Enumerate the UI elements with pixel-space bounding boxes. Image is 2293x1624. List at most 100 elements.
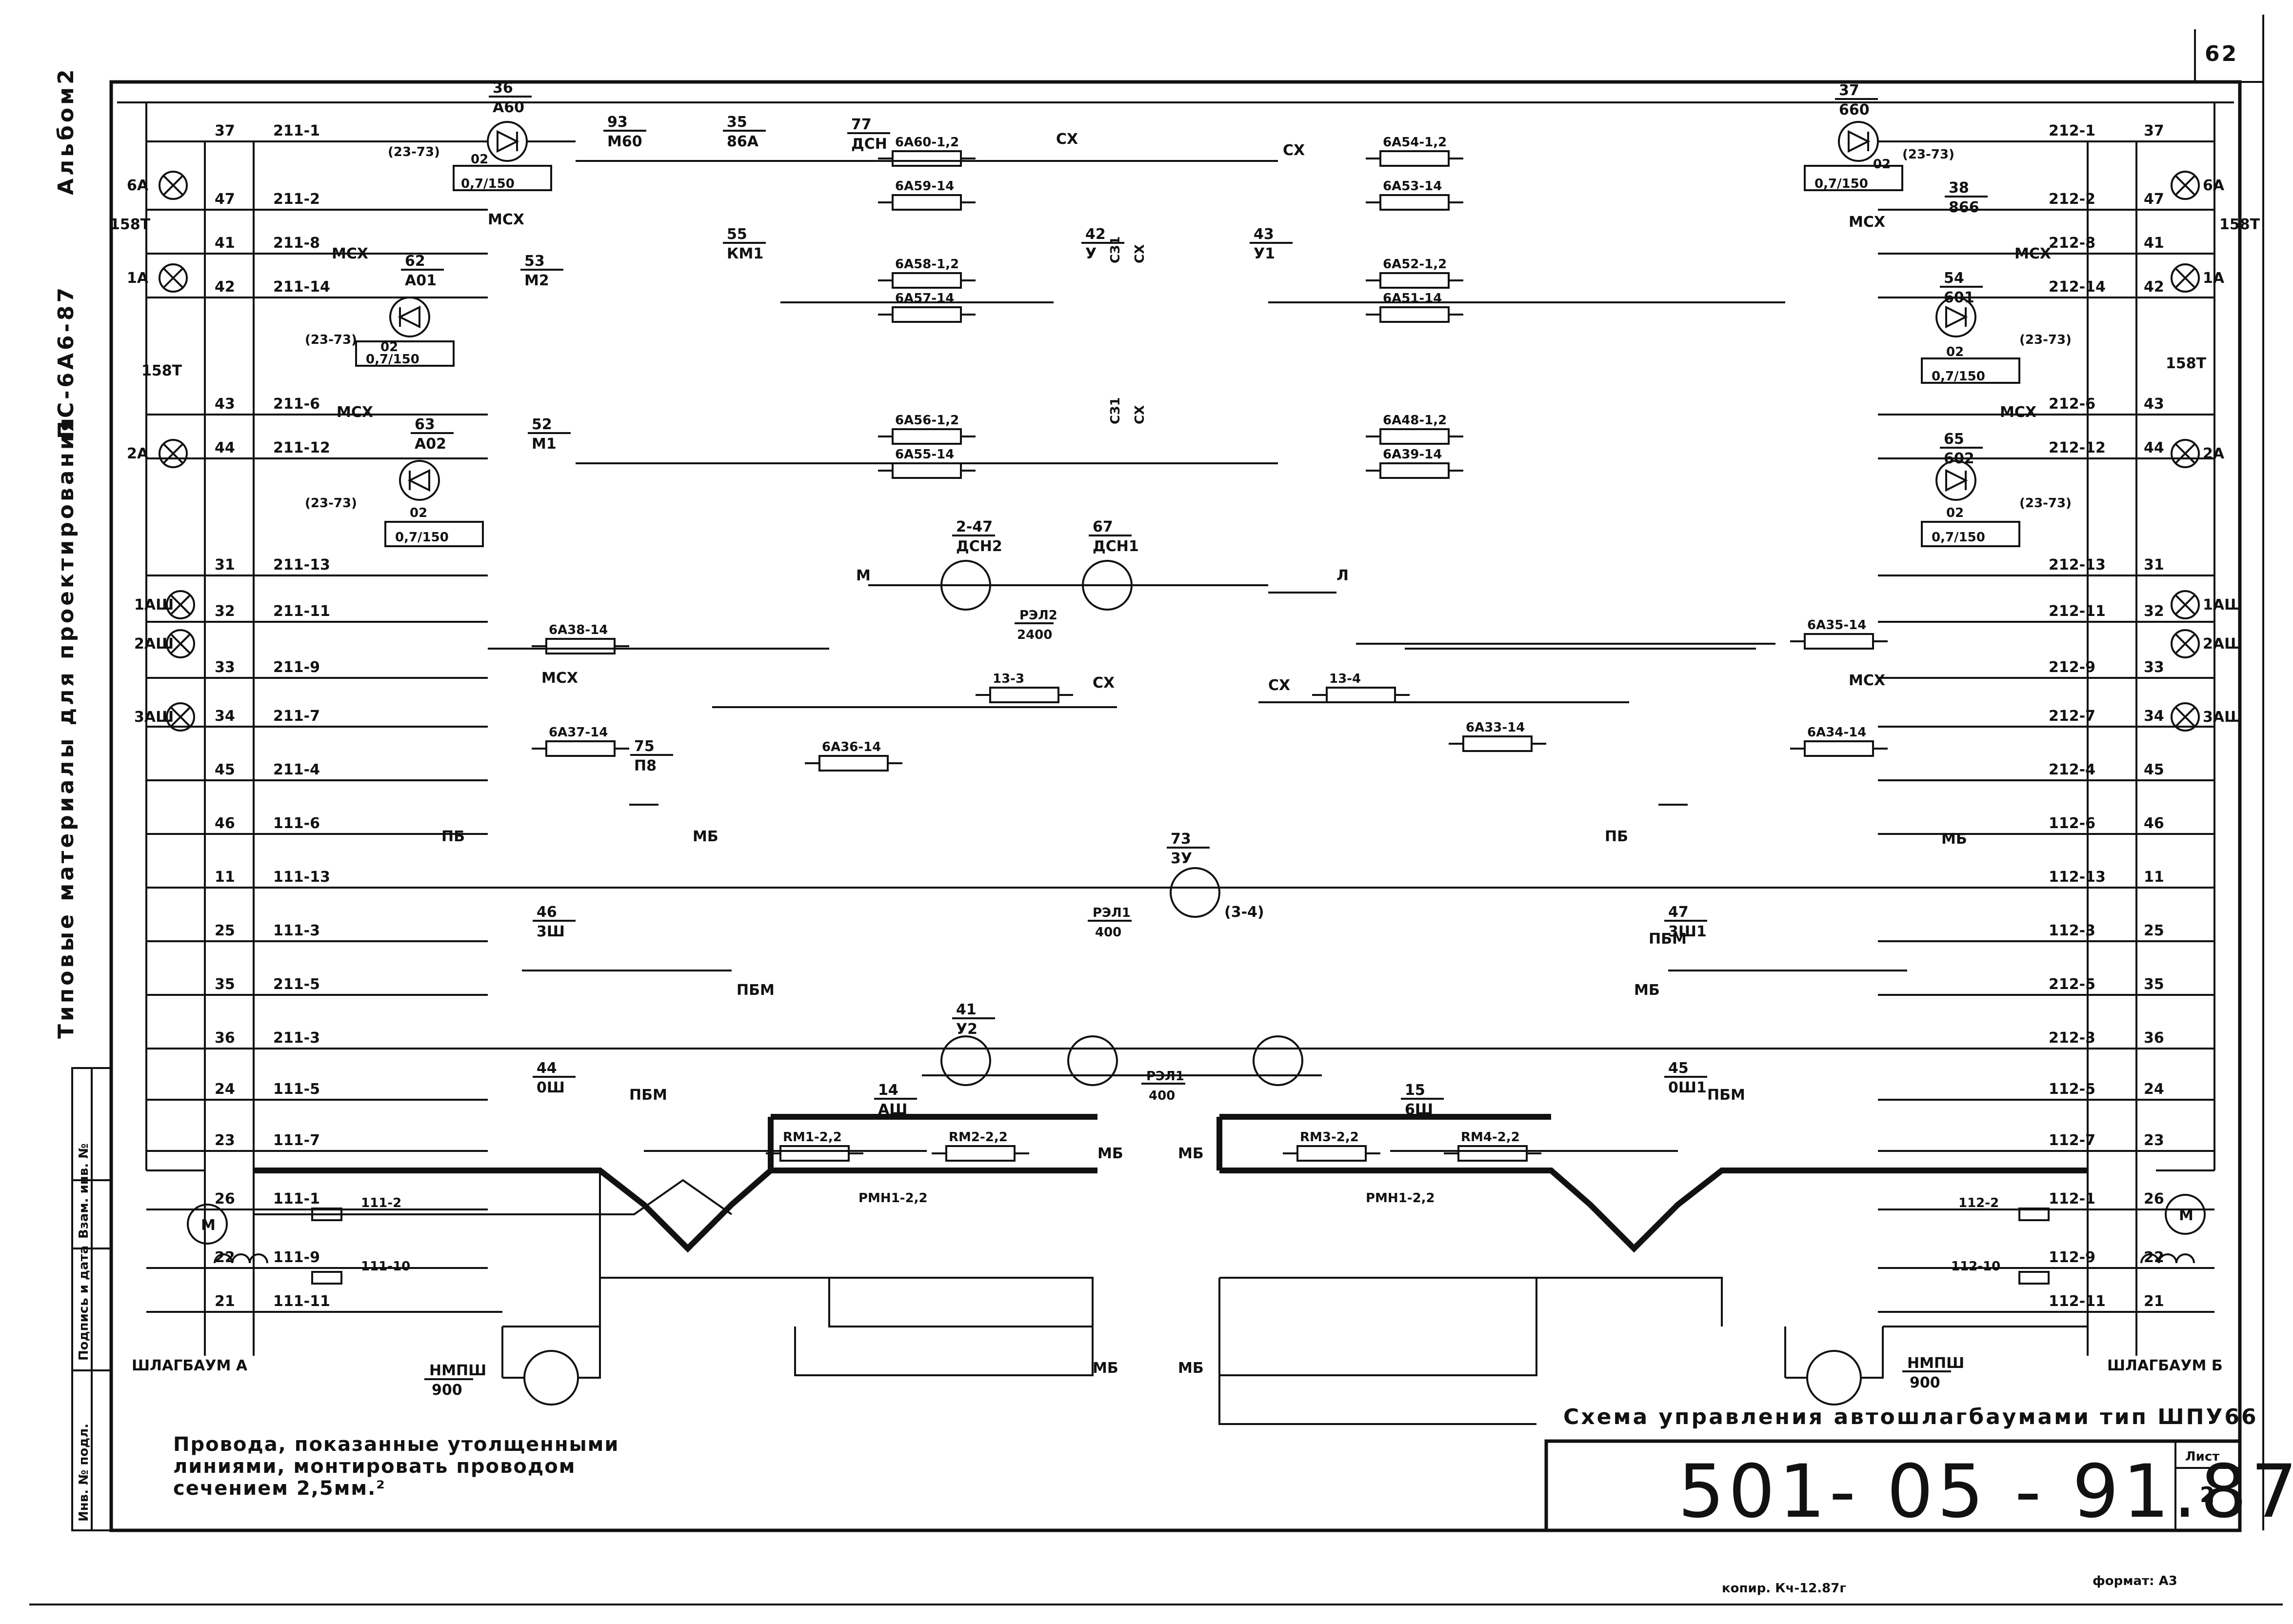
left-terminal-number: 25 — [215, 922, 235, 939]
left-wire-label: 211-1 — [273, 122, 320, 139]
side-title: Типовые материалы для проектирования — [54, 415, 79, 1039]
right-terminal-number: 45 — [2144, 761, 2164, 778]
relay-number: 45 — [1668, 1060, 1689, 1077]
diodes: 02 0,7/150 (23-73) 02 0,7/150 (23-73) 02… — [305, 121, 2072, 547]
sx-top-right: СХ — [1283, 142, 1305, 159]
relay-designation: КМ1 — [727, 245, 763, 262]
right-wire-label: 212-6 — [2049, 396, 2095, 413]
rel2-bot: 400 — [1095, 925, 1121, 940]
resistor: 13-4 — [1312, 672, 1410, 703]
relay-number: 93 — [607, 114, 628, 131]
coil-3y — [1170, 867, 1220, 918]
lamp-right: 2АШ — [2171, 629, 2242, 658]
motor-right — [2165, 1194, 2206, 1235]
mb-6: МБ — [1093, 1360, 1118, 1377]
resistor-label: 6А34-14 — [1807, 725, 1866, 740]
relay-number: 63 — [415, 416, 435, 433]
right-wire-label: 212-14 — [2049, 278, 2106, 296]
right-terminal-number: 46 — [2144, 815, 2164, 832]
diode-a01: 02 0,7/150 (23-73) — [305, 297, 455, 367]
left-wire-label: 211-9 — [273, 659, 320, 676]
sheet-number: 2 — [2200, 1483, 2217, 1507]
lamp-left-label: 2АШ — [134, 635, 174, 653]
relay-designation: П8 — [634, 757, 657, 774]
resistor: 6А33-14 — [1449, 720, 1546, 752]
lamp-left: 1А — [127, 263, 188, 293]
left-terminal-number: 33 — [215, 659, 235, 676]
pbm-1: ПБМ — [737, 982, 775, 999]
coil-y1 — [1253, 1035, 1303, 1086]
msx-8: МСХ — [1849, 672, 1885, 689]
nmpsh-left-val: 900 — [432, 1382, 462, 1399]
wire-111-2: 111-2 — [361, 1196, 401, 1210]
left-wire-label: 211-3 — [273, 1030, 320, 1047]
left-terminal-number: 47 — [215, 191, 235, 208]
relay-designation: 3Ш1 — [1668, 923, 1707, 940]
left-wire-label: 111-6 — [273, 815, 320, 832]
lamp-left-label: 1А — [127, 270, 149, 287]
mb-right-thick: МБ — [1178, 1145, 1204, 1162]
lamp-left-label: 6А — [127, 177, 149, 194]
motor-left-label: М — [201, 1217, 216, 1234]
left-wire-label: 111-3 — [273, 922, 320, 939]
title-block: Схема управления автошлагбаумами тип ШПУ… — [1544, 1405, 2293, 1534]
coil-dsn2 — [940, 560, 991, 611]
right-terminal-number: 26 — [2144, 1190, 2164, 1208]
right-wire-label: 112-5 — [2049, 1081, 2095, 1098]
right-wire-label: 212-11 — [2049, 603, 2106, 620]
relay-number: 65 — [1944, 431, 1964, 448]
resistor: 6А51-14 — [1366, 291, 1463, 323]
right-terminal-number: 21 — [2144, 1293, 2164, 1310]
csi-2: СЗ1 — [1108, 397, 1123, 424]
coil-nmpsh-left — [523, 1350, 579, 1406]
rmn-right: РМН1-2,2 — [1366, 1191, 1435, 1206]
resistor-label: 6А55-14 — [895, 447, 954, 462]
right-terminal-number: 36 — [2144, 1030, 2164, 1047]
diode-a01-param: 0,7/150 — [366, 352, 419, 367]
resistor-label: 6А35-14 — [1807, 618, 1866, 633]
relay-number: 54 — [1944, 270, 1964, 287]
diode-660: 02 0,7/150 (23-73) — [1804, 121, 1954, 191]
pbm-2: ПБМ — [629, 1087, 667, 1104]
relay-number: 42 — [1085, 226, 1106, 243]
relay-number: 53 — [524, 253, 545, 270]
relay-designation: 0Ш — [537, 1079, 565, 1096]
relay-number: 35 — [727, 114, 747, 131]
right-terminal-number: 43 — [2144, 396, 2164, 413]
relay-designation: У1 — [1254, 245, 1275, 262]
resistor-label: 13-4 — [1329, 672, 1361, 686]
rel3-bot: 400 — [1149, 1089, 1175, 1103]
right-terminal-number: 35 — [2144, 976, 2164, 993]
diode-a01-ref: (23-73) — [305, 333, 357, 347]
diode-a02: 02 0,7/150 (23-73) — [305, 460, 484, 547]
resistor-label: 6А58-1,2 — [895, 257, 959, 272]
right-terminal-number: 41 — [2144, 235, 2164, 252]
relay-designation: М1 — [532, 436, 557, 453]
relay-designation: А60 — [493, 99, 524, 116]
relay-designation: ДСН2 — [956, 538, 1002, 555]
page-number-text: 62 — [2205, 41, 2238, 66]
t158-a: 158Т — [110, 216, 151, 233]
right-wire-label: 212-4 — [2049, 761, 2095, 778]
lamp-left: 3АШ — [134, 702, 195, 732]
resistor-label: 6А54-1,2 — [1383, 135, 1447, 150]
resistor: 6А53-14 — [1366, 179, 1463, 211]
note-line-1: Провода, показанные утолщенными — [173, 1433, 619, 1456]
right-wire-label: 112-7 — [2049, 1132, 2095, 1149]
resistor-label: 6А36-14 — [822, 740, 881, 754]
msx-3: МСХ — [337, 404, 373, 421]
left-terminal-number: 31 — [215, 556, 235, 574]
diode-a02-o2: 02 — [410, 506, 427, 520]
relay-labels: 36А6093М603586А77ДСН62А0153М255КМ142У63А… — [401, 79, 1988, 1118]
drawing-title: Схема управления автошлагбаумами тип ШПУ… — [1563, 1405, 2258, 1429]
relay-number: 46 — [537, 904, 557, 921]
resistor: 6А48-1,2 — [1366, 413, 1463, 445]
